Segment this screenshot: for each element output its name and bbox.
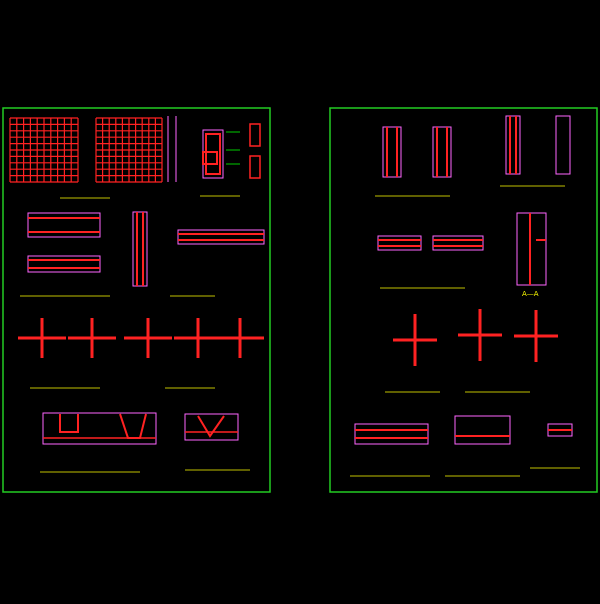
beam-opening-detail [445, 415, 520, 477]
wall-column-section [500, 115, 571, 187]
ring-beam-joint-detail [18, 318, 264, 389]
foundation-section [40, 412, 157, 473]
right-sheet: A—A [329, 107, 598, 493]
anchor-detail [530, 423, 580, 469]
slab-edge-detail [350, 423, 430, 477]
wall-joint-detail [170, 229, 265, 297]
column-section-detail [200, 123, 261, 197]
right-sheet-frame [329, 107, 598, 493]
beam-column-joints [385, 309, 558, 393]
section-a-a-label: A—A [522, 290, 539, 298]
column-section-pair [375, 126, 452, 197]
slab-beam-detail [377, 235, 484, 289]
pile-cap-detail [184, 413, 250, 471]
left-sheet-frame [2, 107, 271, 493]
mesh-grid-detail [9, 116, 177, 199]
left-sheet [2, 107, 271, 493]
section-a-a: A—A [516, 212, 547, 298]
wall-beam-elevation [20, 211, 148, 297]
